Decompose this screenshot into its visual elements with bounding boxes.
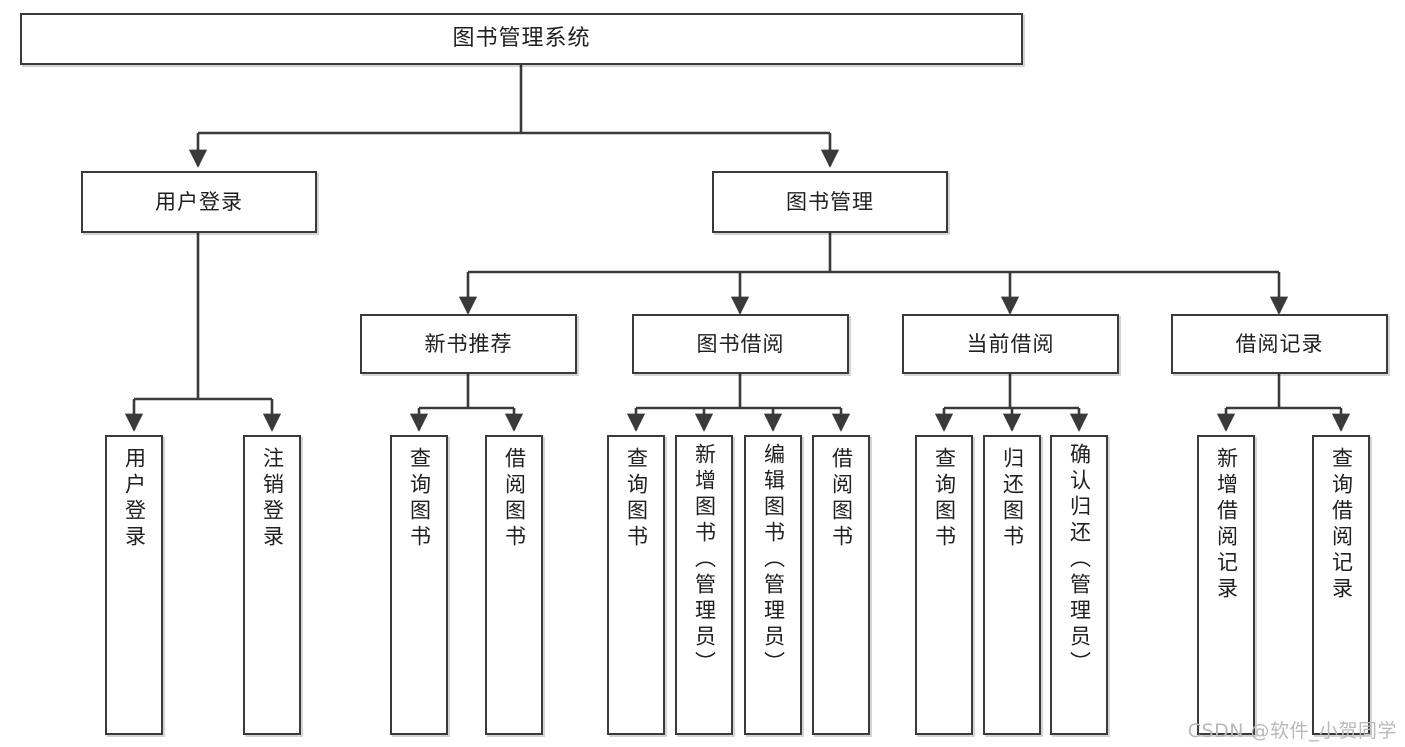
node-book-manage[interactable]: 图书管理 <box>712 171 948 233</box>
leaf-recommend-1-label: 查询图书 <box>407 447 432 551</box>
watermark: CSDN @软件_小贺同学 <box>1187 720 1397 742</box>
node-user-login[interactable]: 用户登录 <box>81 171 317 233</box>
node-current-borrow[interactable]: 当前借阅 <box>902 314 1119 374</box>
leaf-current-3-label: 确认归还（管理员） <box>1067 443 1092 677</box>
leaf-user-login-2[interactable]: 注销登录 <box>243 435 301 735</box>
leaf-record-2[interactable]: 查询借阅记录 <box>1312 435 1370 735</box>
node-borrow-record[interactable]: 借阅记录 <box>1171 314 1388 374</box>
leaf-recommend-2[interactable]: 借阅图书 <box>485 435 543 735</box>
node-borrow-record-label: 借阅记录 <box>1235 331 1324 356</box>
node-root[interactable]: 图书管理系统 <box>20 13 1023 65</box>
leaf-user-login-1[interactable]: 用户登录 <box>105 435 163 735</box>
node-user-login-label: 用户登录 <box>155 189 243 214</box>
node-new-book-recommend[interactable]: 新书推荐 <box>360 314 577 374</box>
leaf-recommend-2-label: 借阅图书 <box>502 447 527 551</box>
node-book-borrow-label: 图书借阅 <box>696 331 785 356</box>
leaf-record-1[interactable]: 新增借阅记录 <box>1197 435 1255 735</box>
leaf-current-2-label: 归还图书 <box>1000 447 1025 551</box>
node-root-label: 图书管理系统 <box>452 26 591 52</box>
leaf-user-login-2-label: 注销登录 <box>260 447 285 551</box>
leaf-record-1-label: 新增借阅记录 <box>1214 447 1239 603</box>
leaf-borrow-4-label: 借阅图书 <box>829 447 854 551</box>
leaf-user-login-1-label: 用户登录 <box>122 447 147 551</box>
leaf-borrow-2[interactable]: 新增图书（管理员） <box>675 435 733 735</box>
leaf-current-2[interactable]: 归还图书 <box>983 435 1041 735</box>
leaf-borrow-2-label: 新增图书（管理员） <box>692 443 717 677</box>
leaf-current-3[interactable]: 确认归还（管理员） <box>1050 435 1108 735</box>
leaf-recommend-1[interactable]: 查询图书 <box>390 435 448 735</box>
leaf-borrow-1-label: 查询图书 <box>624 447 649 551</box>
leaf-record-2-label: 查询借阅记录 <box>1329 447 1354 603</box>
node-new-book-recommend-label: 新书推荐 <box>424 331 513 356</box>
node-current-borrow-label: 当前借阅 <box>966 331 1055 356</box>
leaf-borrow-3-label: 编辑图书（管理员） <box>761 443 786 677</box>
leaf-borrow-4[interactable]: 借阅图书 <box>812 435 870 735</box>
leaf-current-1-label: 查询图书 <box>932 447 957 551</box>
leaf-borrow-3[interactable]: 编辑图书（管理员） <box>744 435 802 735</box>
leaf-borrow-1[interactable]: 查询图书 <box>607 435 665 735</box>
node-book-manage-label: 图书管理 <box>786 189 874 214</box>
node-book-borrow[interactable]: 图书借阅 <box>632 314 849 374</box>
leaf-current-1[interactable]: 查询图书 <box>915 435 973 735</box>
